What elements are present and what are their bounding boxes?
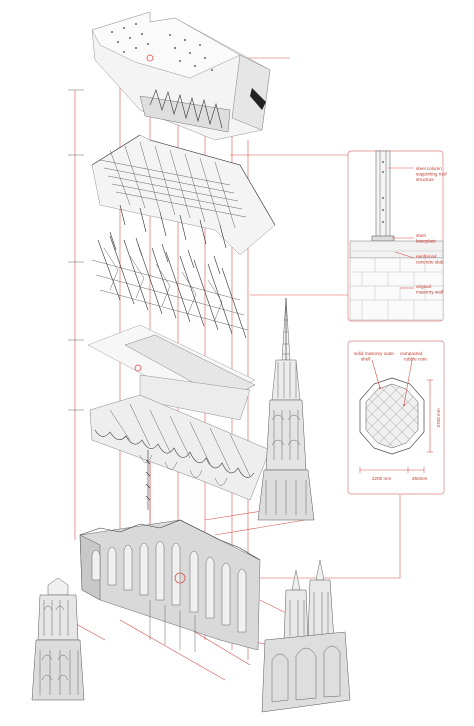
detail-panel-pier-labels: solid masonry outer shell compacted rubb… — [354, 351, 441, 481]
nave-callout-marker — [174, 572, 186, 584]
callout-steel-baseplate: steel baseplate — [416, 233, 436, 244]
roof-covering-layer — [91, 11, 271, 141]
callout-concrete-slab: reinforced concrete slab — [416, 254, 444, 265]
slab-callout-marker — [134, 364, 142, 372]
dim-width: 2200 mm — [372, 476, 391, 481]
steel-truss-layer — [91, 231, 249, 339]
level-ticks — [68, 89, 84, 411]
roof-frame-layer — [91, 134, 276, 256]
vaulted-ceiling-layer — [89, 394, 271, 510]
detail-panel-column-connection — [347, 150, 444, 322]
detail-panel-pier-section — [347, 340, 445, 495]
concrete-slab-layer — [87, 324, 256, 421]
dim-wall-thickness: 250mm — [412, 476, 427, 481]
callout-steel-column: steel column supporting roof structure — [416, 166, 448, 182]
detail-panel-column-labels: steel column supporting roof structure s… — [416, 166, 448, 295]
roof-skylight-dots — [111, 23, 213, 71]
left-tower — [31, 577, 85, 701]
nave-walls — [79, 519, 261, 652]
dim-height: 3700 mm — [436, 408, 441, 427]
label-masonry-shell: solid masonry outer shell — [354, 351, 395, 362]
spire-tower — [257, 297, 315, 521]
label-rubble-core: compacted rubble core — [400, 351, 427, 362]
west-facade — [261, 559, 351, 713]
callout-masonry-wall: original masonry wall — [416, 284, 443, 295]
roof-callout-marker — [146, 54, 154, 62]
